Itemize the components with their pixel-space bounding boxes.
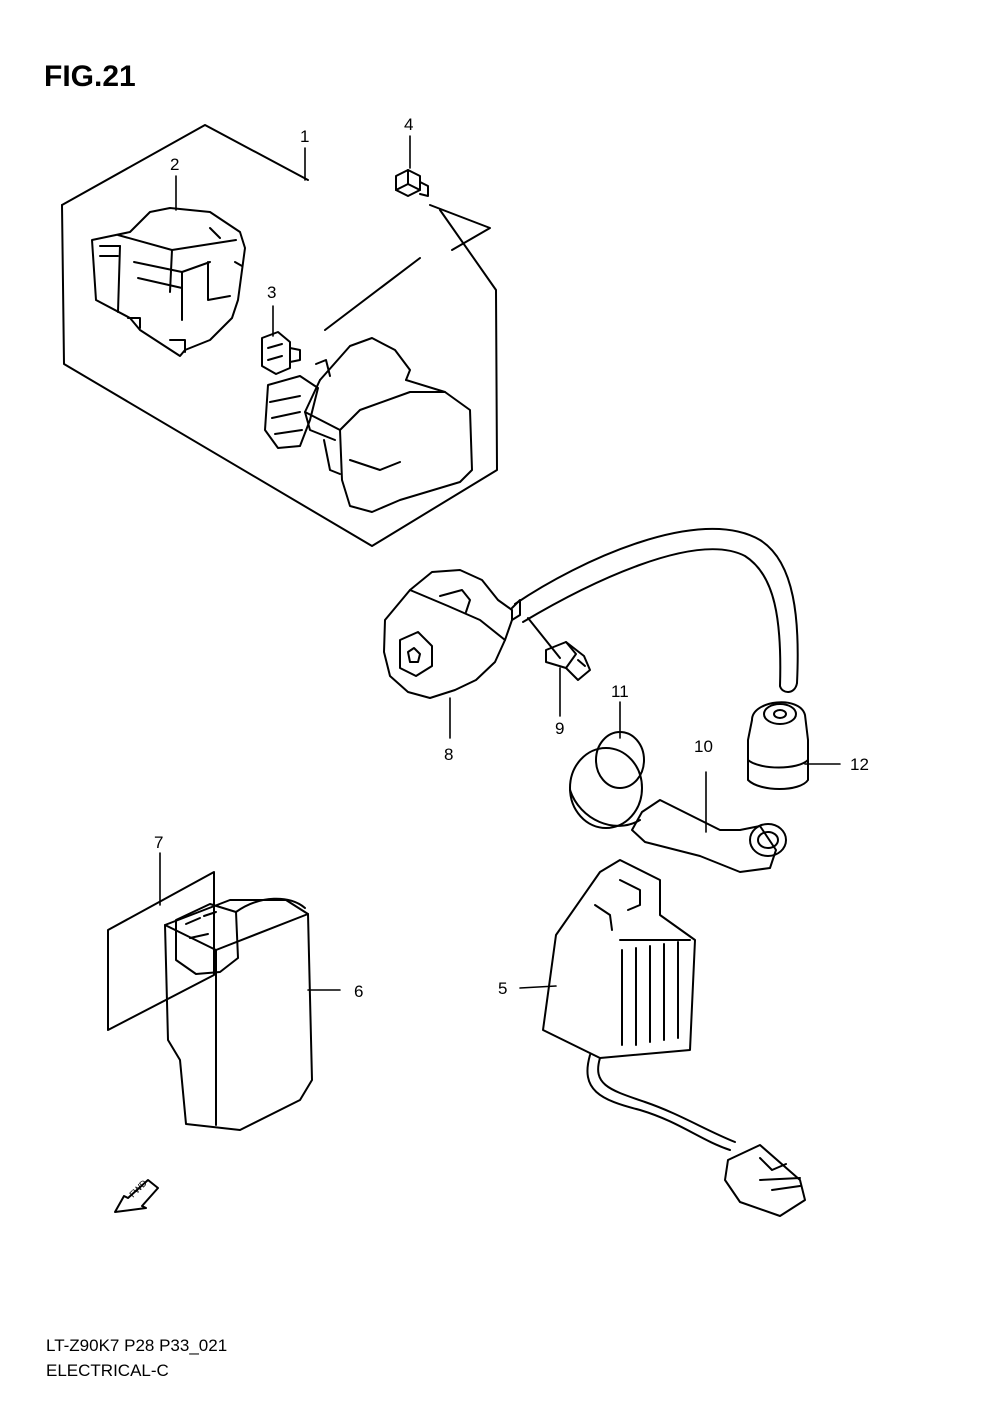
callout-3: 3 (267, 283, 276, 302)
part-bolt-9 (527, 617, 591, 681)
part-grommet-11 (569, 731, 645, 829)
part-cdi-unit (164, 897, 313, 1131)
callout-10: 10 (694, 737, 713, 756)
callout-5: 5 (498, 979, 507, 998)
callout-11: 11 (611, 682, 629, 701)
part-cap-12 (747, 701, 809, 790)
part-regulator (542, 859, 806, 1217)
figure-title: FIG.21 (44, 60, 136, 93)
footer-section: ELECTRICAL-C (46, 1361, 169, 1380)
callout-9: 9 (555, 719, 564, 738)
callout-labels: 1 2 3 4 5 6 7 8 9 10 11 12 (154, 115, 869, 1001)
part-pad-7 (107, 871, 215, 1031)
callout-8: 8 (444, 745, 453, 764)
footer-model: LT-Z90K7 P28 P33_021 (46, 1336, 228, 1355)
part-plug-cap-10 (631, 799, 787, 873)
part-relay (264, 337, 473, 513)
fwd-arrow-icon: FWD (114, 1177, 159, 1213)
part-cover (91, 207, 246, 357)
callout-12: 12 (850, 755, 869, 774)
callout-4: 4 (404, 115, 413, 134)
part-ignition-coil (383, 527, 799, 699)
callout-2: 2 (170, 155, 179, 174)
part-fuse (261, 331, 301, 375)
part-screw-4 (395, 169, 429, 197)
callout-6: 6 (354, 982, 363, 1001)
callout-7: 7 (154, 833, 163, 852)
assembly-box (61, 124, 498, 547)
callout-1: 1 (300, 127, 309, 146)
leader-lines (159, 135, 841, 991)
